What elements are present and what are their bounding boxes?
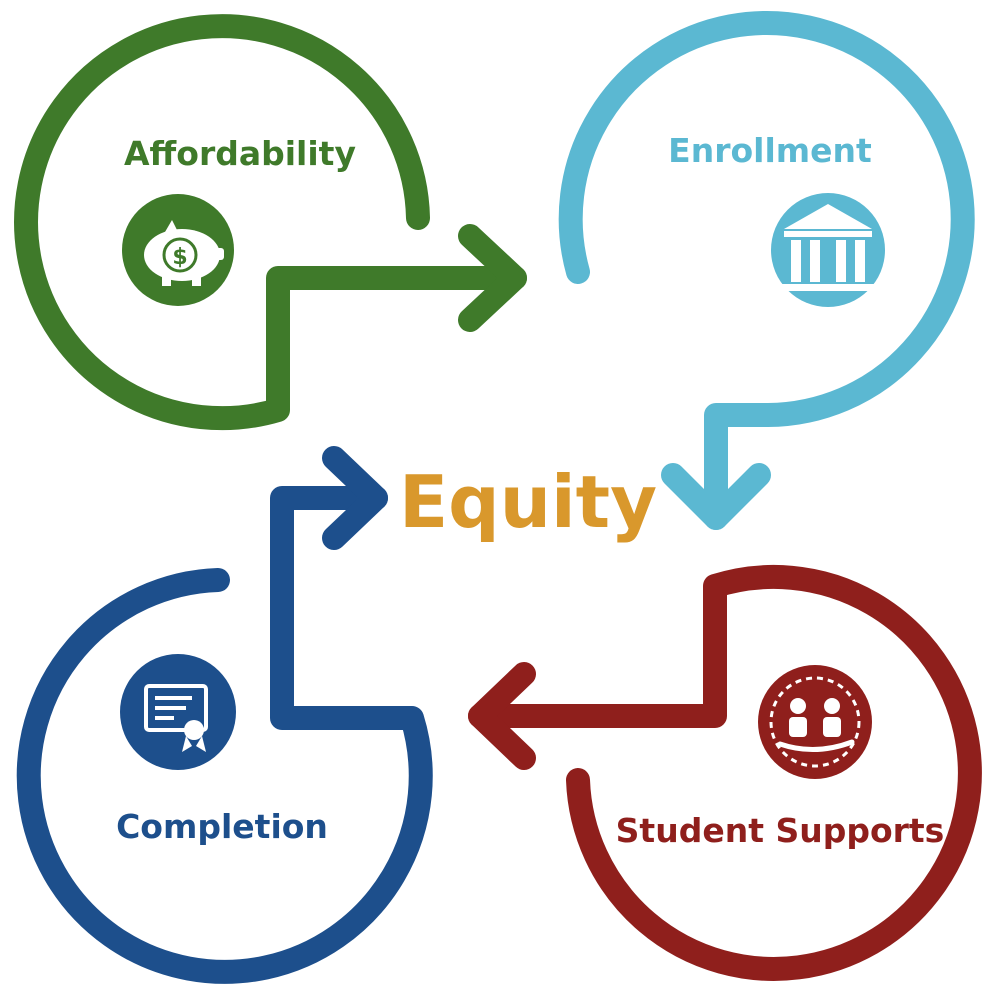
affordability-loop-arrow xyxy=(14,14,527,431)
student-supports-stage: Student Supports xyxy=(468,564,982,981)
completion-stage: Completion xyxy=(16,446,433,984)
svg-text:$: $ xyxy=(172,245,187,270)
student-supports-label: Student Supports xyxy=(616,811,945,850)
support-people-hand-icon xyxy=(758,665,872,779)
affordability-arrowhead xyxy=(458,224,527,332)
diploma-certificate-icon xyxy=(120,654,236,770)
affordability-label: Affordability xyxy=(124,134,356,173)
completion-loop-arrow xyxy=(16,486,433,984)
enrollment-stage: Enrollment xyxy=(558,11,975,530)
equity-center-label: Equity xyxy=(399,460,657,544)
enrollment-loop-arrow xyxy=(558,11,975,530)
enrollment-arrowhead xyxy=(661,463,771,530)
completion-arrowhead xyxy=(322,446,388,550)
student-supports-arrowhead xyxy=(468,662,536,770)
enrollment-label: Enrollment xyxy=(668,131,872,170)
completion-label: Completion xyxy=(116,807,328,846)
piggy-bank-icon: $ xyxy=(122,194,234,306)
affordability-stage: Affordability $ xyxy=(14,14,527,431)
institution-building-icon xyxy=(771,193,885,307)
student-supports-loop-arrow xyxy=(468,564,982,981)
